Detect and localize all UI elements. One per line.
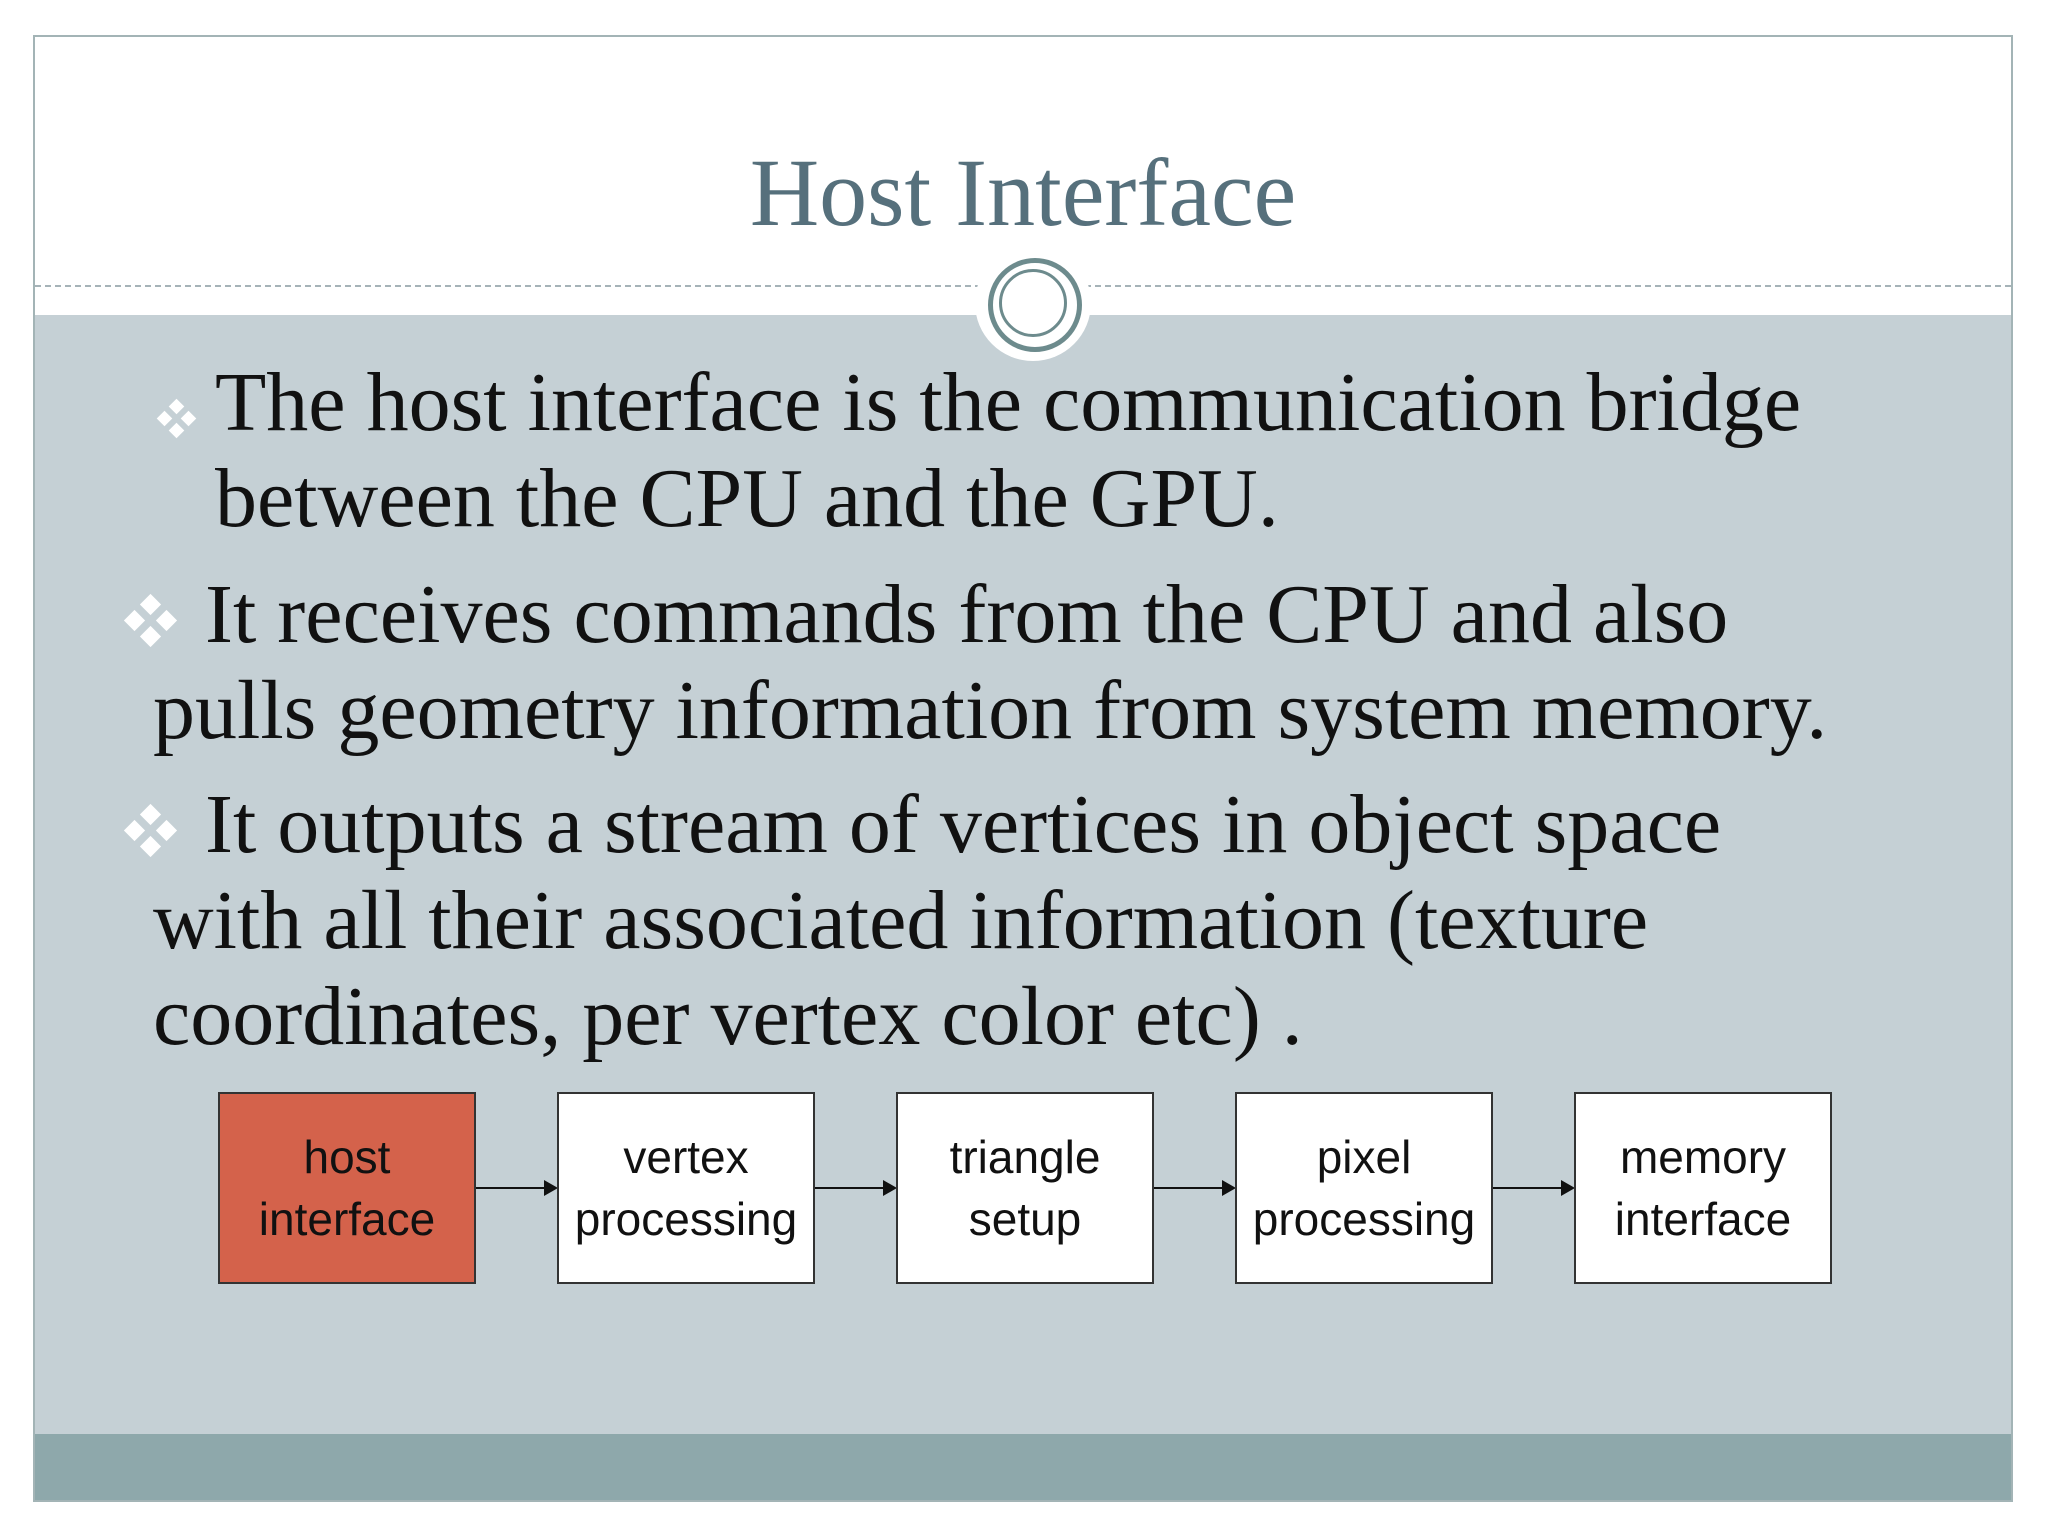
pipeline-arrow: [476, 1180, 558, 1196]
pipeline-arrow: [1493, 1180, 1575, 1196]
bullet-line: The host interface is the communication …: [215, 356, 1802, 449]
bullet-item-3: It outputs a stream of vertices in objec…: [123, 777, 1973, 1065]
stage-label: triangle: [949, 1131, 1101, 1183]
bullet-line: between the CPU and the GPU.: [215, 452, 1279, 545]
slide: Host Interface The host interface is the…: [33, 35, 2013, 1502]
stage-label: pixel: [1316, 1131, 1412, 1183]
stage-label: processing: [1252, 1193, 1476, 1245]
pipeline-stage-pixel-processing: pixel processing: [1235, 1092, 1493, 1284]
four-diamond-icon: [123, 803, 178, 858]
pipeline-arrow: [1154, 1180, 1236, 1196]
bullet-line: It outputs a stream of vertices in objec…: [205, 778, 1722, 871]
slide-title: Host Interface: [749, 139, 1297, 246]
bullet-line: with all their associated information (t…: [153, 874, 1649, 967]
pipeline-stage-vertex-processing: vertex processing: [557, 1092, 815, 1284]
stage-label: vertex: [623, 1131, 749, 1183]
bullet-item-2: It receives commands from the CPU and al…: [123, 567, 1973, 759]
bullet-line: coordinates, per vertex color etc) .: [153, 970, 1303, 1063]
stage-label: setup: [968, 1193, 1082, 1245]
four-diamond-icon: [156, 398, 197, 439]
pipeline-arrow: [815, 1180, 897, 1196]
double-ring-icon: [975, 245, 1091, 361]
bullet-item-1: The host interface is the communication …: [156, 355, 1975, 547]
stage-label: processing: [574, 1193, 798, 1245]
bullet-line: pulls geometry information from system m…: [153, 664, 1828, 757]
stage-label: host: [303, 1131, 391, 1183]
pipeline-stage-triangle-setup: triangle setup: [896, 1092, 1154, 1284]
pipeline-stage-memory-interface: memory interface: [1574, 1092, 1832, 1284]
stage-label: interface: [258, 1193, 436, 1245]
footer-band: [35, 1434, 2011, 1500]
stage-label: interface: [1614, 1193, 1792, 1245]
stage-label: memory: [1619, 1131, 1787, 1183]
four-diamond-icon: [123, 593, 178, 648]
bullet-line: It receives commands from the CPU and al…: [205, 568, 1729, 661]
pipeline-stage-host-interface: host interface: [218, 1092, 476, 1284]
